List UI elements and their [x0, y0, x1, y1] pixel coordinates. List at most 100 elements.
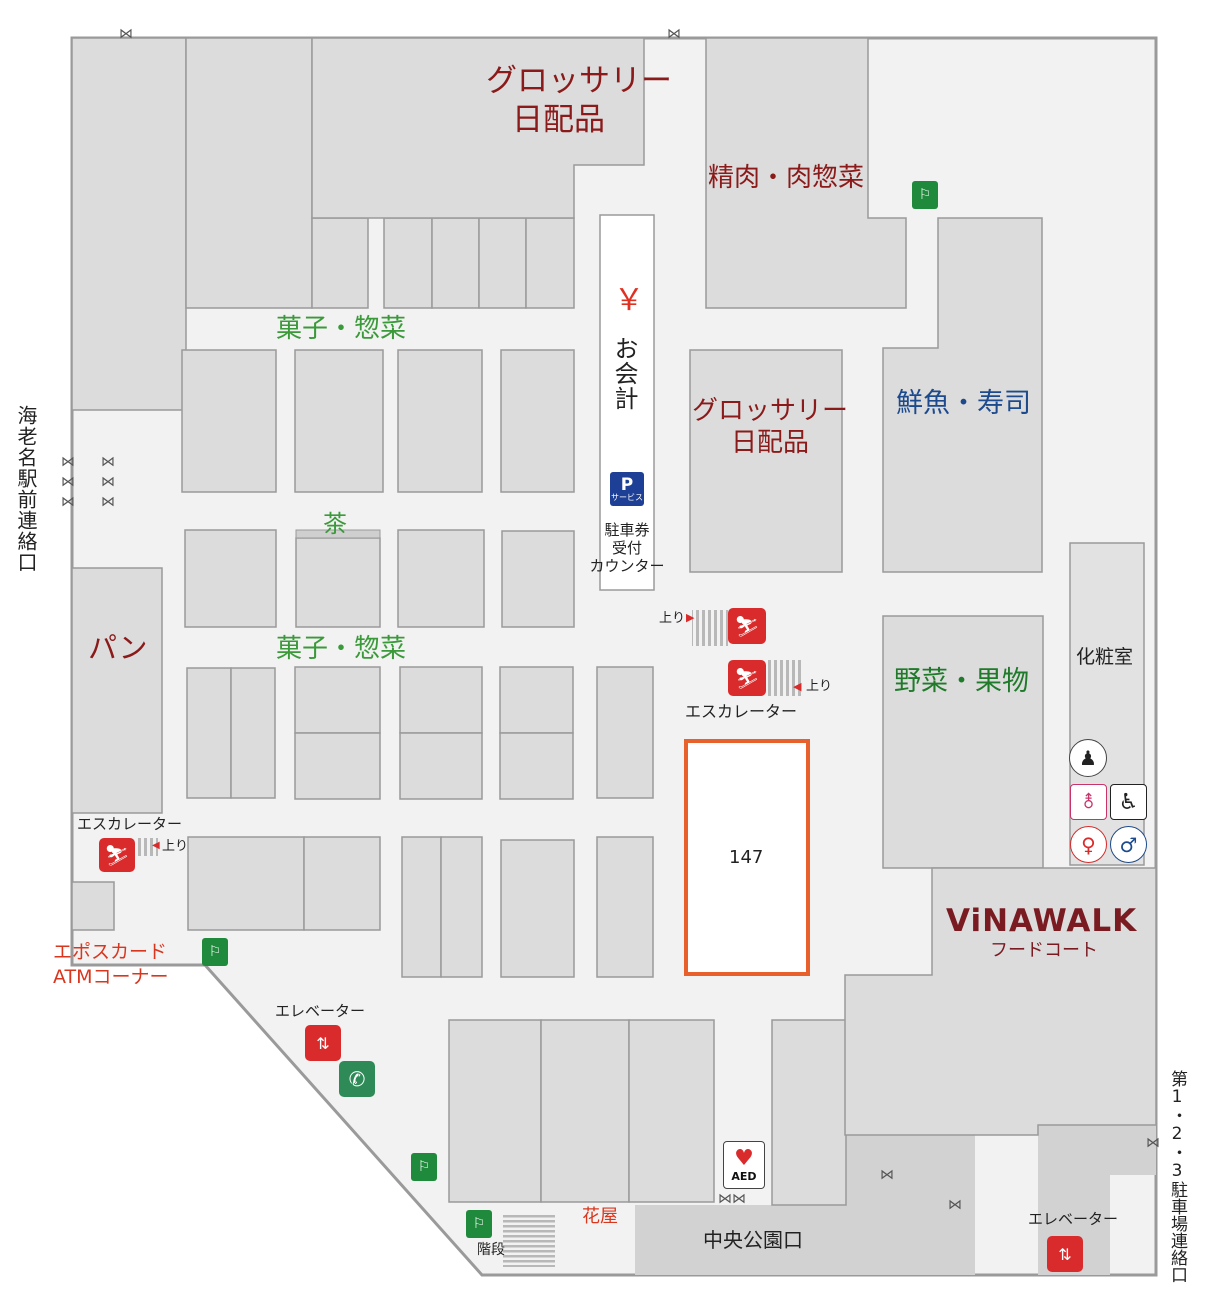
shelf	[397, 349, 483, 493]
escalator-icon[interactable]: ⛷	[728, 608, 766, 644]
grocery-mid-area	[689, 349, 843, 573]
stairs	[503, 1215, 555, 1267]
exit-icon: ⚐	[411, 1153, 437, 1181]
elevator-icon[interactable]: ⇅	[305, 1025, 341, 1061]
sweets-top-label: 菓子・惣菜	[276, 314, 407, 344]
door-icon: ⋈	[948, 1197, 962, 1213]
aed-icon: ♥ AED	[723, 1141, 765, 1189]
shop	[71, 881, 115, 931]
grocery-top-label: グロッサリー 日配品	[486, 63, 672, 138]
shop	[478, 217, 527, 309]
shop	[525, 217, 575, 309]
shop	[311, 217, 369, 309]
store-147-number: 147	[729, 847, 764, 868]
exit-icon: ⚐	[466, 1210, 492, 1238]
shelf	[184, 529, 277, 628]
tea-counter	[295, 529, 381, 539]
telephone-icon[interactable]: ✆	[339, 1061, 375, 1097]
bread-area	[71, 567, 163, 814]
escalator-label: エスカレーター	[685, 702, 798, 721]
shelf	[499, 666, 574, 734]
escalator-icon[interactable]: ⛷	[728, 660, 766, 696]
escalator-icon[interactable]: ⛷	[99, 838, 135, 872]
shelf	[294, 732, 381, 800]
vegetable-label: 野菜・果物	[894, 666, 1029, 697]
vinawalk-logo: ViNAWALK	[946, 903, 1138, 939]
exit-icon: ⚐	[912, 181, 938, 209]
lower-right-area-2	[1038, 1125, 1156, 1175]
store-147-highlight[interactable]	[684, 739, 810, 976]
escalator-up-label: 上り	[659, 611, 686, 626]
shelf	[187, 836, 305, 931]
flower-shop-label: 花屋	[582, 1206, 618, 1227]
door-icon: ⋈	[667, 26, 681, 42]
escalator-steps	[766, 660, 802, 696]
shop	[185, 37, 313, 309]
grocery-mid-label: グロッサリー 日配品	[691, 396, 848, 458]
shelf	[500, 349, 575, 493]
door-icon: ⋈⋈⋈	[101, 454, 115, 510]
lower-right-area	[845, 1135, 975, 1207]
shop	[628, 1019, 715, 1203]
elevator-icon[interactable]: ⇅	[1047, 1236, 1083, 1272]
shelf	[399, 732, 483, 800]
checkout-label: お会計	[610, 336, 638, 411]
shelf	[230, 667, 276, 799]
shelf	[596, 666, 654, 799]
stairs-label: 階段	[477, 1242, 505, 1258]
checkout-counter	[599, 214, 655, 591]
tea-label: 茶	[323, 510, 347, 538]
up-arrow-icon: ▶	[686, 611, 695, 624]
fish-label: 鮮魚・寿司	[896, 388, 1031, 419]
shelf	[596, 836, 654, 978]
shelf	[499, 732, 574, 800]
shop	[448, 1019, 542, 1203]
escalator-up-label: 上り	[162, 839, 189, 854]
shop	[383, 217, 433, 309]
shelf	[501, 530, 575, 628]
male-restroom-icon: ♂	[1110, 826, 1147, 863]
parking-ticket-counter-label: 駐車券 受付 カウンター	[589, 521, 665, 575]
food-court-label: フードコート	[990, 940, 1098, 961]
shelf	[440, 836, 483, 978]
female-restroom-icon: ♀	[1070, 826, 1107, 863]
door-icon: ⋈	[1146, 1135, 1160, 1151]
powder-room-label: 化粧室	[1076, 646, 1134, 668]
shop	[540, 1019, 630, 1203]
central-entrance-hall	[635, 1205, 975, 1275]
shelf	[294, 349, 384, 493]
shop	[71, 37, 187, 411]
shelf	[295, 537, 381, 628]
yen-icon: ￥	[614, 283, 644, 318]
parking-service-icon: P サービス	[610, 472, 644, 506]
shelf	[500, 839, 575, 978]
shop	[431, 217, 480, 309]
shelf	[181, 349, 277, 493]
wheelchair-icon: ♿	[1110, 784, 1147, 820]
grocery-top-area	[311, 37, 645, 219]
shelf	[397, 529, 485, 628]
nursing-room-icon: ♟	[1069, 739, 1107, 777]
escalator-label: エスカレーター	[77, 815, 183, 833]
epos-atm-label: エポスカード ATMコーナー	[53, 941, 169, 988]
baby-change-icon: ⚨	[1070, 784, 1107, 820]
shelf	[401, 836, 442, 978]
meat-label: 精肉・肉惣菜	[708, 163, 865, 193]
meat-area	[705, 37, 907, 309]
up-arrow-icon: ◀	[793, 680, 802, 693]
fish-area	[882, 217, 1043, 573]
escalator-up-label: 上り	[806, 679, 833, 694]
exit-icon: ⚐	[202, 938, 228, 966]
shop	[771, 1019, 847, 1206]
sweets-mid-label: 菓子・惣菜	[276, 634, 407, 664]
bread-label: パン	[88, 631, 148, 665]
parking-entrance-label: 第1・2・3駐車場連絡口	[1167, 1070, 1187, 1283]
vegetable-area	[882, 615, 1044, 869]
heart-icon: ♥	[734, 1145, 754, 1171]
central-park-entrance-label: 中央公園口	[703, 1228, 803, 1252]
elevator-label: エレベーター	[275, 1002, 366, 1020]
door-icon: ⋈	[119, 26, 133, 42]
door-icon: ⋈⋈	[718, 1191, 746, 1207]
shelf	[294, 666, 381, 734]
